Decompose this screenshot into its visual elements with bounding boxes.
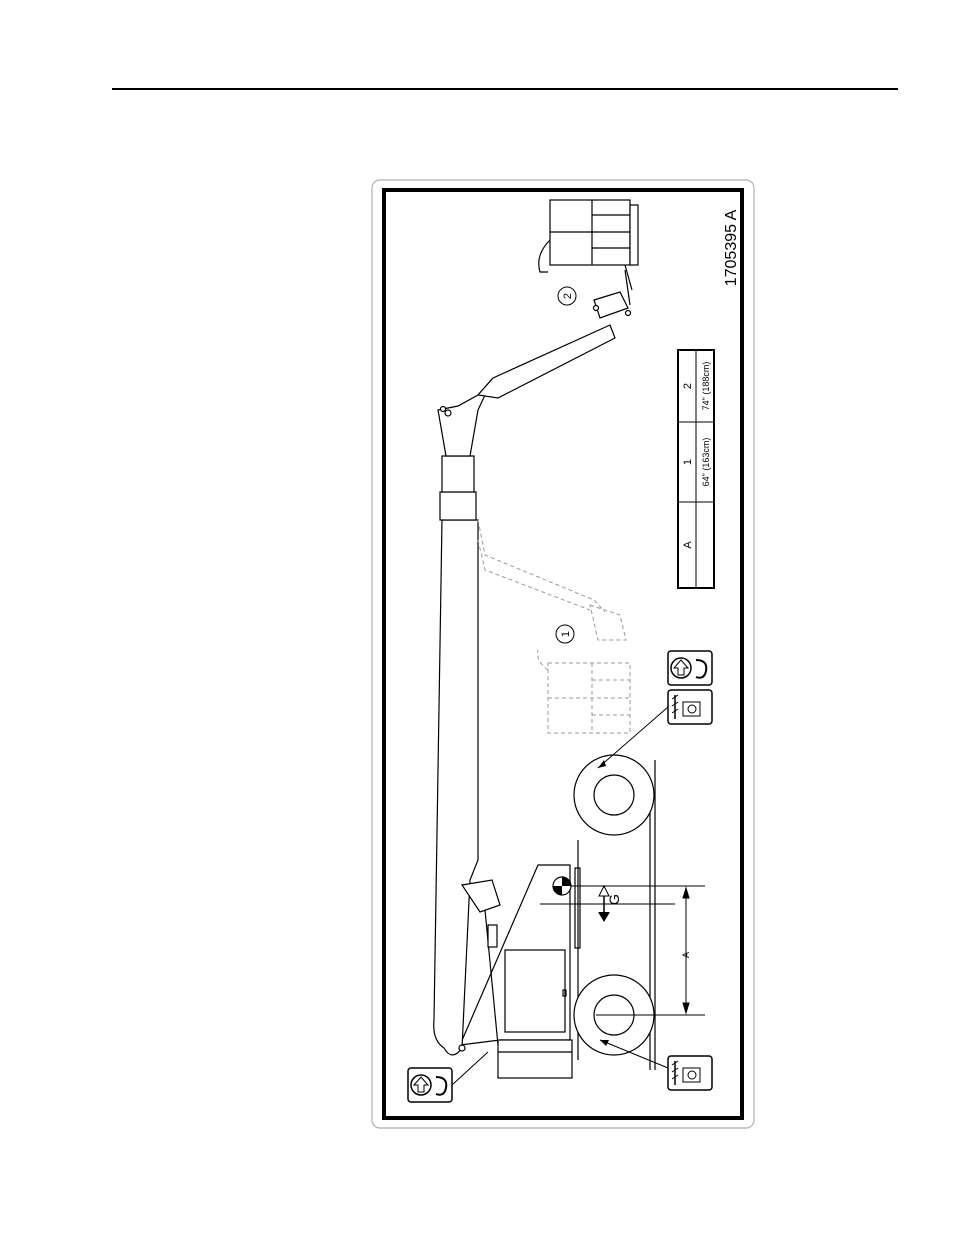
dimension-a-label: A	[681, 952, 691, 958]
table-value-1: 64" (163cm)	[701, 438, 711, 487]
table-header-2: 2	[682, 383, 694, 389]
svg-text:G: G	[606, 894, 622, 905]
table-value-2: 74" (188cm)	[701, 362, 711, 411]
callout-1: 1	[556, 625, 574, 643]
table-header-1: 1	[682, 459, 694, 465]
svg-text:1: 1	[560, 631, 572, 637]
part-number: 1705395 A	[723, 209, 740, 286]
table-header-a: A	[682, 541, 694, 549]
lift-point-icon	[668, 651, 712, 685]
svg-text:2: 2	[562, 293, 574, 299]
callout-2: 2	[558, 287, 576, 305]
